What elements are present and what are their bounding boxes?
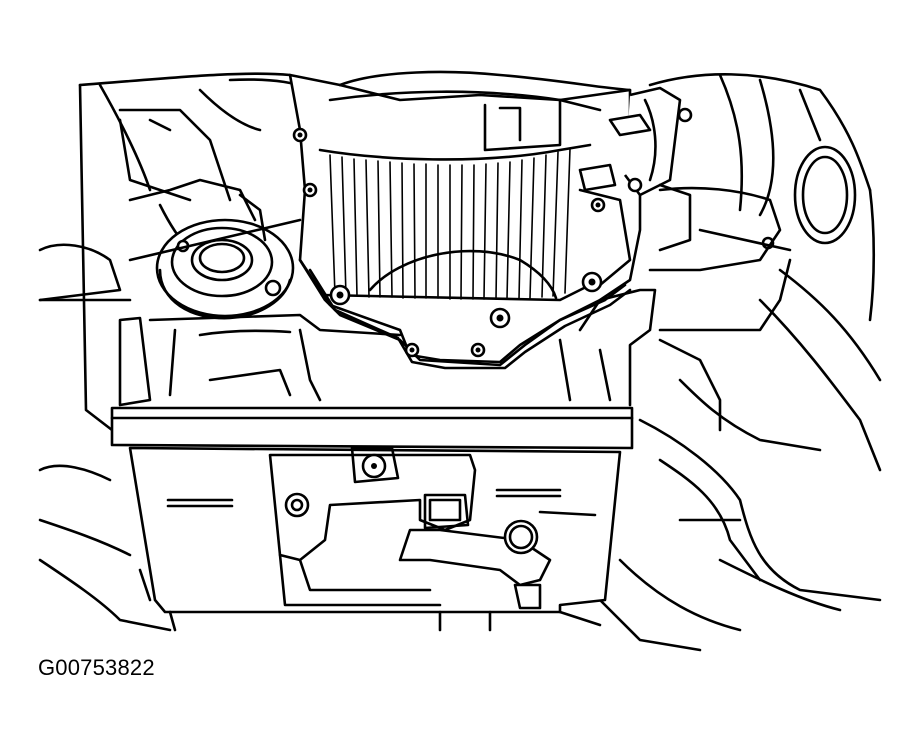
lower-contours — [168, 610, 602, 632]
figure-reference-id: G00753822 — [38, 655, 155, 680]
front-cover-shroud — [288, 70, 642, 370]
top-right-bracket — [578, 86, 693, 252]
right-side-contours — [598, 73, 882, 652]
oil-pan — [110, 406, 634, 614]
cooling-ribs — [329, 148, 571, 300]
cover-bolts — [292, 127, 606, 358]
engine-mount-bracket — [268, 446, 552, 610]
oil-filler-neck — [128, 193, 302, 320]
upper-engine-body — [118, 288, 657, 407]
